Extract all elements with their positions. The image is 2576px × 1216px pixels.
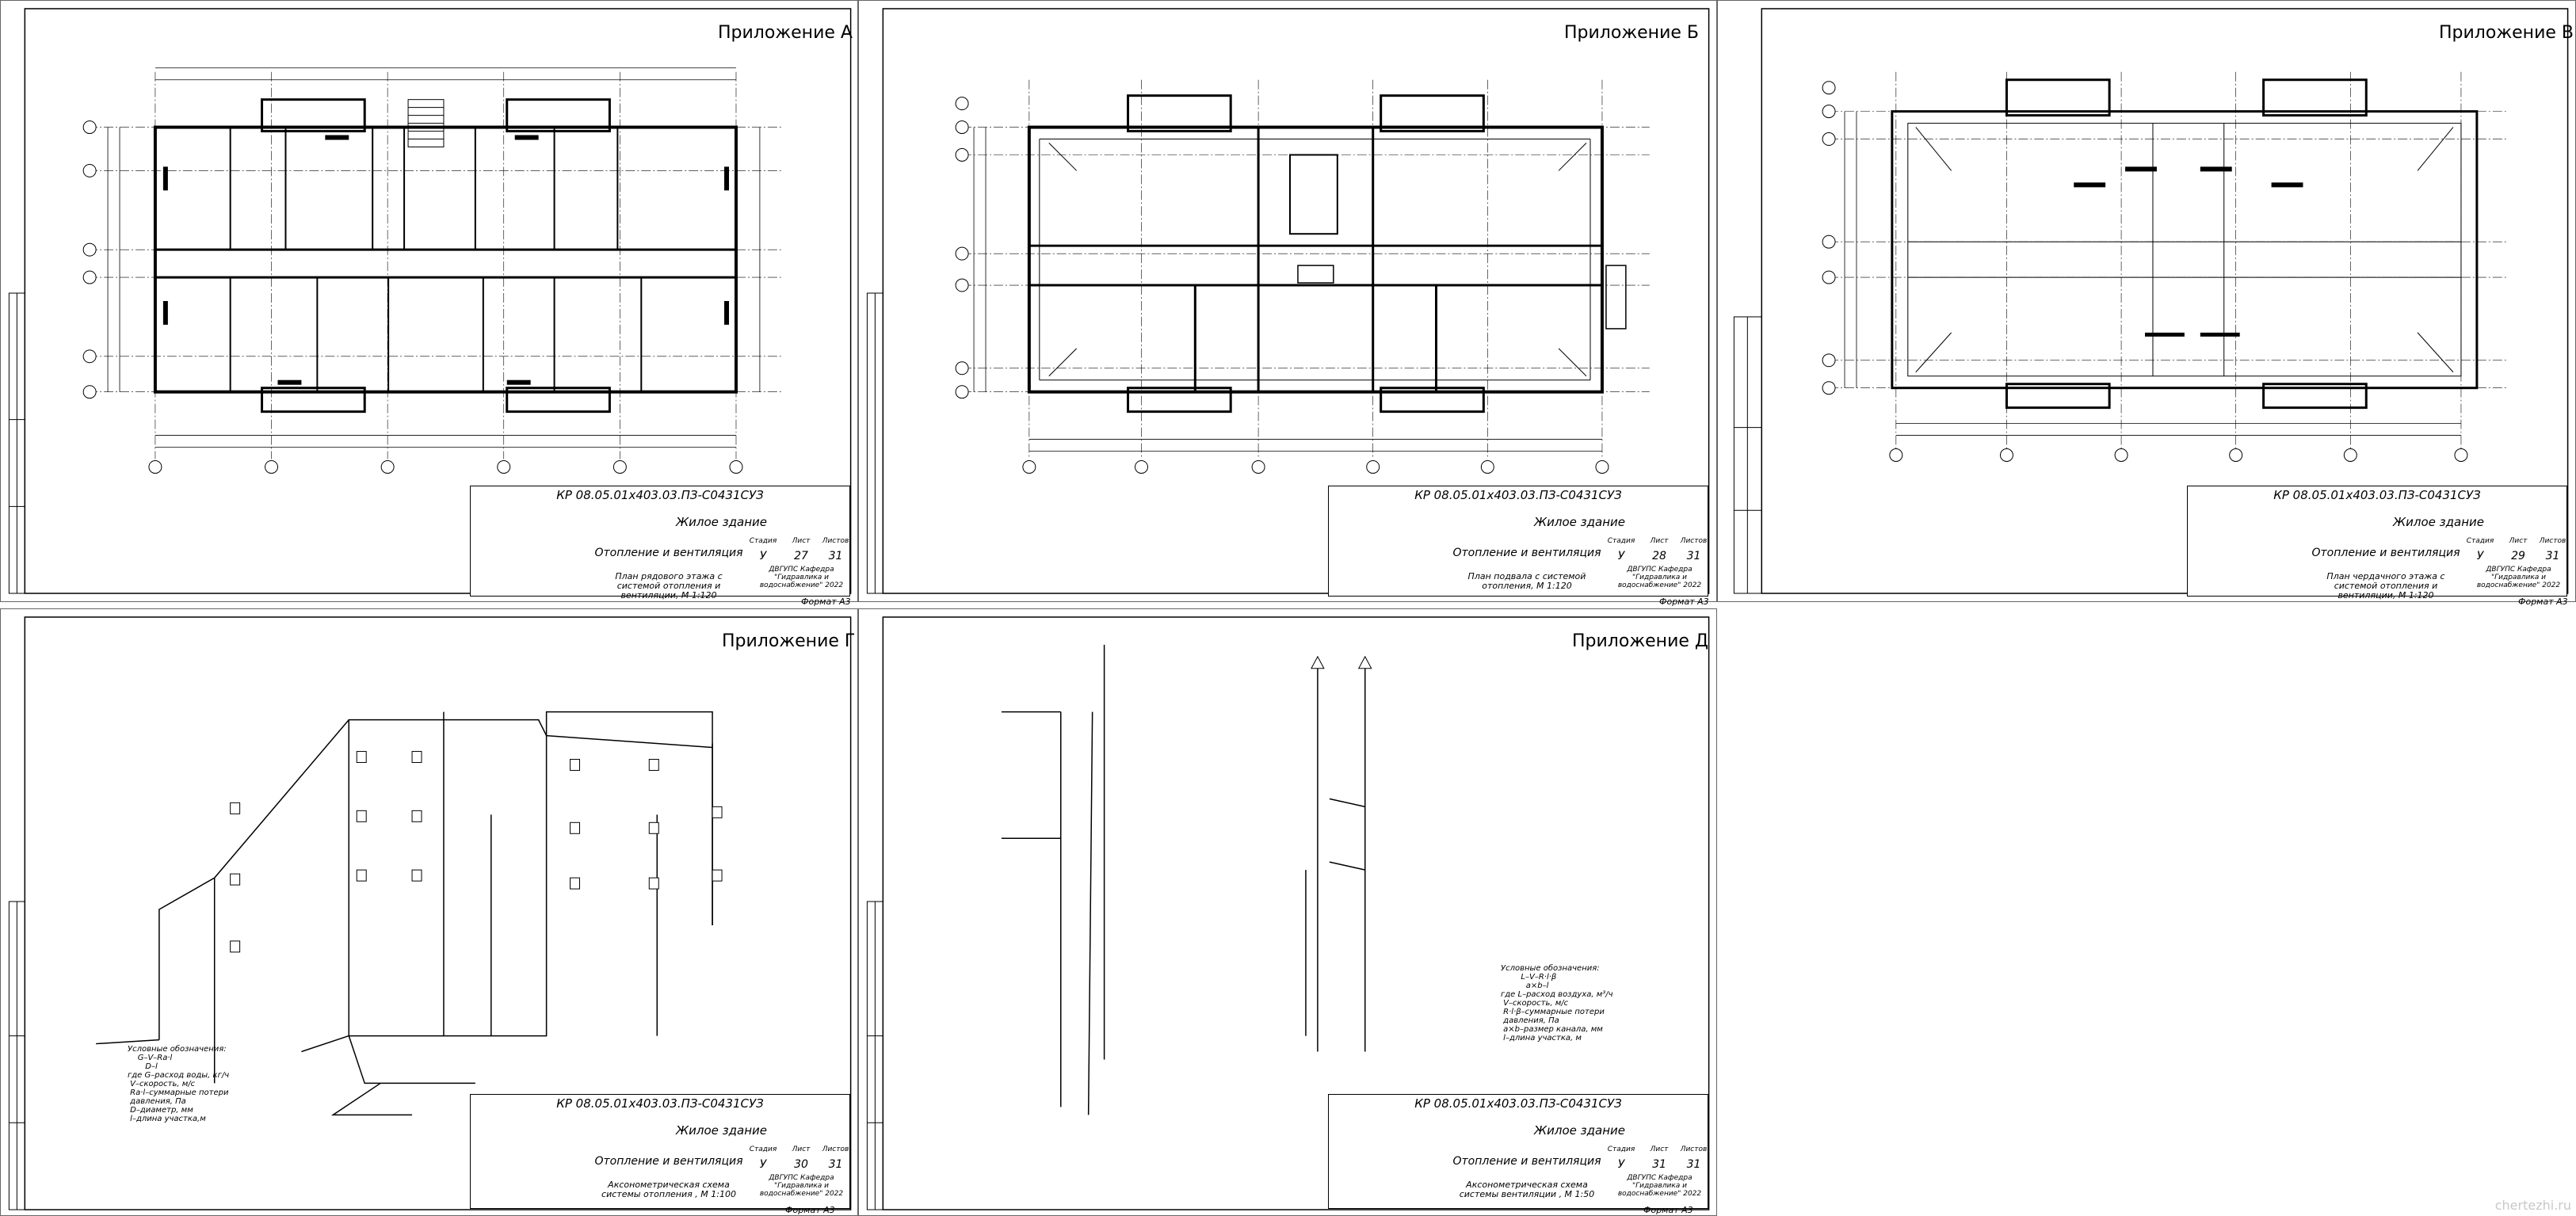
title-block: КР 08.05.01х403.03.ПЗ-С0431СУЗ Жилое зда… <box>470 486 850 600</box>
ventilation-axonometric <box>866 616 1710 1210</box>
organization: ДВГУПС Кафедра "Гидравлика и водоснабжен… <box>2476 566 2561 589</box>
attic-plan <box>1733 8 2569 594</box>
title-block: КР 08.05.01х403.03.ПЗ-С0431СУЗ Жилое зда… <box>2187 486 2567 600</box>
sheet-appendix-c: Приложение В КР 08.05.01х403.03.ПЗ-С0431… <box>1717 0 2576 607</box>
doc-code: КР 08.05.01х403.03.ПЗ-С0431СУЗ <box>1414 1096 1622 1111</box>
stage-header: Стадия <box>1607 1145 1635 1153</box>
stage-value: У <box>759 1158 767 1171</box>
section-name: Отопление и вентиляция <box>1452 1155 1601 1168</box>
sheet-number: 30 <box>794 1158 808 1171</box>
total-sheets: 31 <box>1686 1158 1701 1171</box>
doc-code: КР 08.05.01х403.03.ПЗ-С0431СУЗ <box>2273 488 2481 502</box>
sheets-header: Листов <box>822 537 849 545</box>
sheet-title: Приложение В <box>2439 23 2574 43</box>
organization: ДВГУПС Кафедра "Гидравлика и водоснабжен… <box>759 1174 844 1198</box>
sheet-header: Лист <box>1650 537 1669 545</box>
sheet-description: План чердачного этажа с системой отоплен… <box>2326 571 2445 600</box>
building-name: Жилое здание <box>1534 515 1625 529</box>
building-name: Жилое здание <box>676 1123 767 1138</box>
sheet-title: Приложение Б <box>1564 23 1699 43</box>
sheet-description: Аксонометрическая схема системы вентиляц… <box>1459 1180 1595 1199</box>
format-label: Формат А3 <box>801 597 851 607</box>
heating-legend: Условные обозначения: G–V–Ra·l D–l где G… <box>128 1045 230 1123</box>
sheets-header: Листов <box>822 1145 849 1153</box>
title-block: КР 08.05.01х403.03.ПЗ-С0431СУЗ Жилое зда… <box>1328 486 1708 597</box>
watermark: chertezhi.ru <box>2494 1198 2571 1213</box>
stage-value: У <box>759 550 767 562</box>
sheets-header: Листов <box>2539 537 2566 545</box>
stage-header: Стадия <box>749 1145 777 1153</box>
doc-code: КР 08.05.01х403.03.ПЗ-С0431СУЗ <box>1414 488 1622 502</box>
sheet-description: План подвала с системой отопления, М 1:1… <box>1467 571 1586 591</box>
sheet-title: Приложение Г <box>722 631 856 651</box>
sheet-appendix-d: Приложение Г Условные обозначения: G–V–R… <box>0 608 858 1216</box>
stage-value: У <box>2476 550 2484 562</box>
sheets-header: Листов <box>1680 537 1708 545</box>
building-name: Жилое здание <box>2393 515 2484 529</box>
stage-value: У <box>1617 550 1625 562</box>
sheet-header: Лист <box>792 1145 811 1153</box>
format-label: Формат А3 <box>1659 597 1709 607</box>
sheet-appendix-e: Приложение Д Условные обозначения: L–V–R… <box>858 608 1717 1216</box>
sheet-description: Аксонометрическая схема системы отоплени… <box>601 1180 736 1199</box>
sheet-appendix-b: Приложение Б КР 08.05.01х403.03.ПЗ-С0431… <box>858 0 1717 607</box>
stage-header: Стадия <box>749 537 777 545</box>
basement-plan <box>866 8 1710 594</box>
sheet-number: 27 <box>794 550 808 562</box>
sheet-number: 28 <box>1652 550 1666 562</box>
stage-value: У <box>1617 1158 1625 1171</box>
title-block: КР 08.05.01х403.03.ПЗ-С0431СУЗ Жилое зда… <box>1328 1094 1708 1209</box>
section-name: Отопление и вентиляция <box>2311 547 2460 559</box>
organization: ДВГУПС Кафедра "Гидравлика и водоснабжен… <box>1617 566 1702 589</box>
vent-legend: Условные обозначения: L–V–R·l·β a×b–l гд… <box>1501 964 1613 1043</box>
sheet-number: 31 <box>1652 1158 1666 1171</box>
format-label: Формат А3 <box>785 1205 835 1215</box>
sheet-header: Лист <box>2509 537 2528 545</box>
organization: ДВГУПС Кафедра "Гидравлика и водоснабжен… <box>1617 1174 1702 1198</box>
building-name: Жилое здание <box>676 515 767 529</box>
sheet-appendix-a: Приложение А КР 08.05.01х403.03.ПЗ-С0431… <box>0 0 858 607</box>
total-sheets: 31 <box>2545 550 2560 562</box>
building-name: Жилое здание <box>1534 1123 1625 1138</box>
sheet-header: Лист <box>792 537 811 545</box>
organization: ДВГУПС Кафедра "Гидравлика и водоснабжен… <box>759 566 844 589</box>
floor-plan-a <box>8 8 852 594</box>
heating-axonometric <box>8 616 852 1210</box>
section-name: Отопление и вентиляция <box>1452 547 1601 559</box>
sheet-number: 29 <box>2511 550 2525 562</box>
sheet-description: План рядового этажа с системой отопления… <box>615 571 723 600</box>
section-name: Отопление и вентиляция <box>594 1155 743 1168</box>
format-label: Формат А3 <box>1643 1205 1693 1215</box>
stage-header: Стадия <box>1607 537 1635 545</box>
doc-code: КР 08.05.01х403.03.ПЗ-С0431СУЗ <box>556 488 764 502</box>
total-sheets: 31 <box>1686 550 1701 562</box>
format-label: Формат А3 <box>2518 597 2568 607</box>
sheet-title: Приложение Д <box>1572 631 1709 651</box>
section-name: Отопление и вентиляция <box>594 547 743 559</box>
sheet-header: Лист <box>1650 1145 1669 1153</box>
stage-header: Стадия <box>2466 537 2494 545</box>
doc-code: КР 08.05.01х403.03.ПЗ-С0431СУЗ <box>556 1096 764 1111</box>
title-block: КР 08.05.01х403.03.ПЗ-С0431СУЗ Жилое зда… <box>470 1094 850 1209</box>
sheets-header: Листов <box>1680 1145 1708 1153</box>
sheet-title: Приложение А <box>718 23 853 43</box>
total-sheets: 31 <box>828 550 843 562</box>
total-sheets: 31 <box>828 1158 843 1171</box>
